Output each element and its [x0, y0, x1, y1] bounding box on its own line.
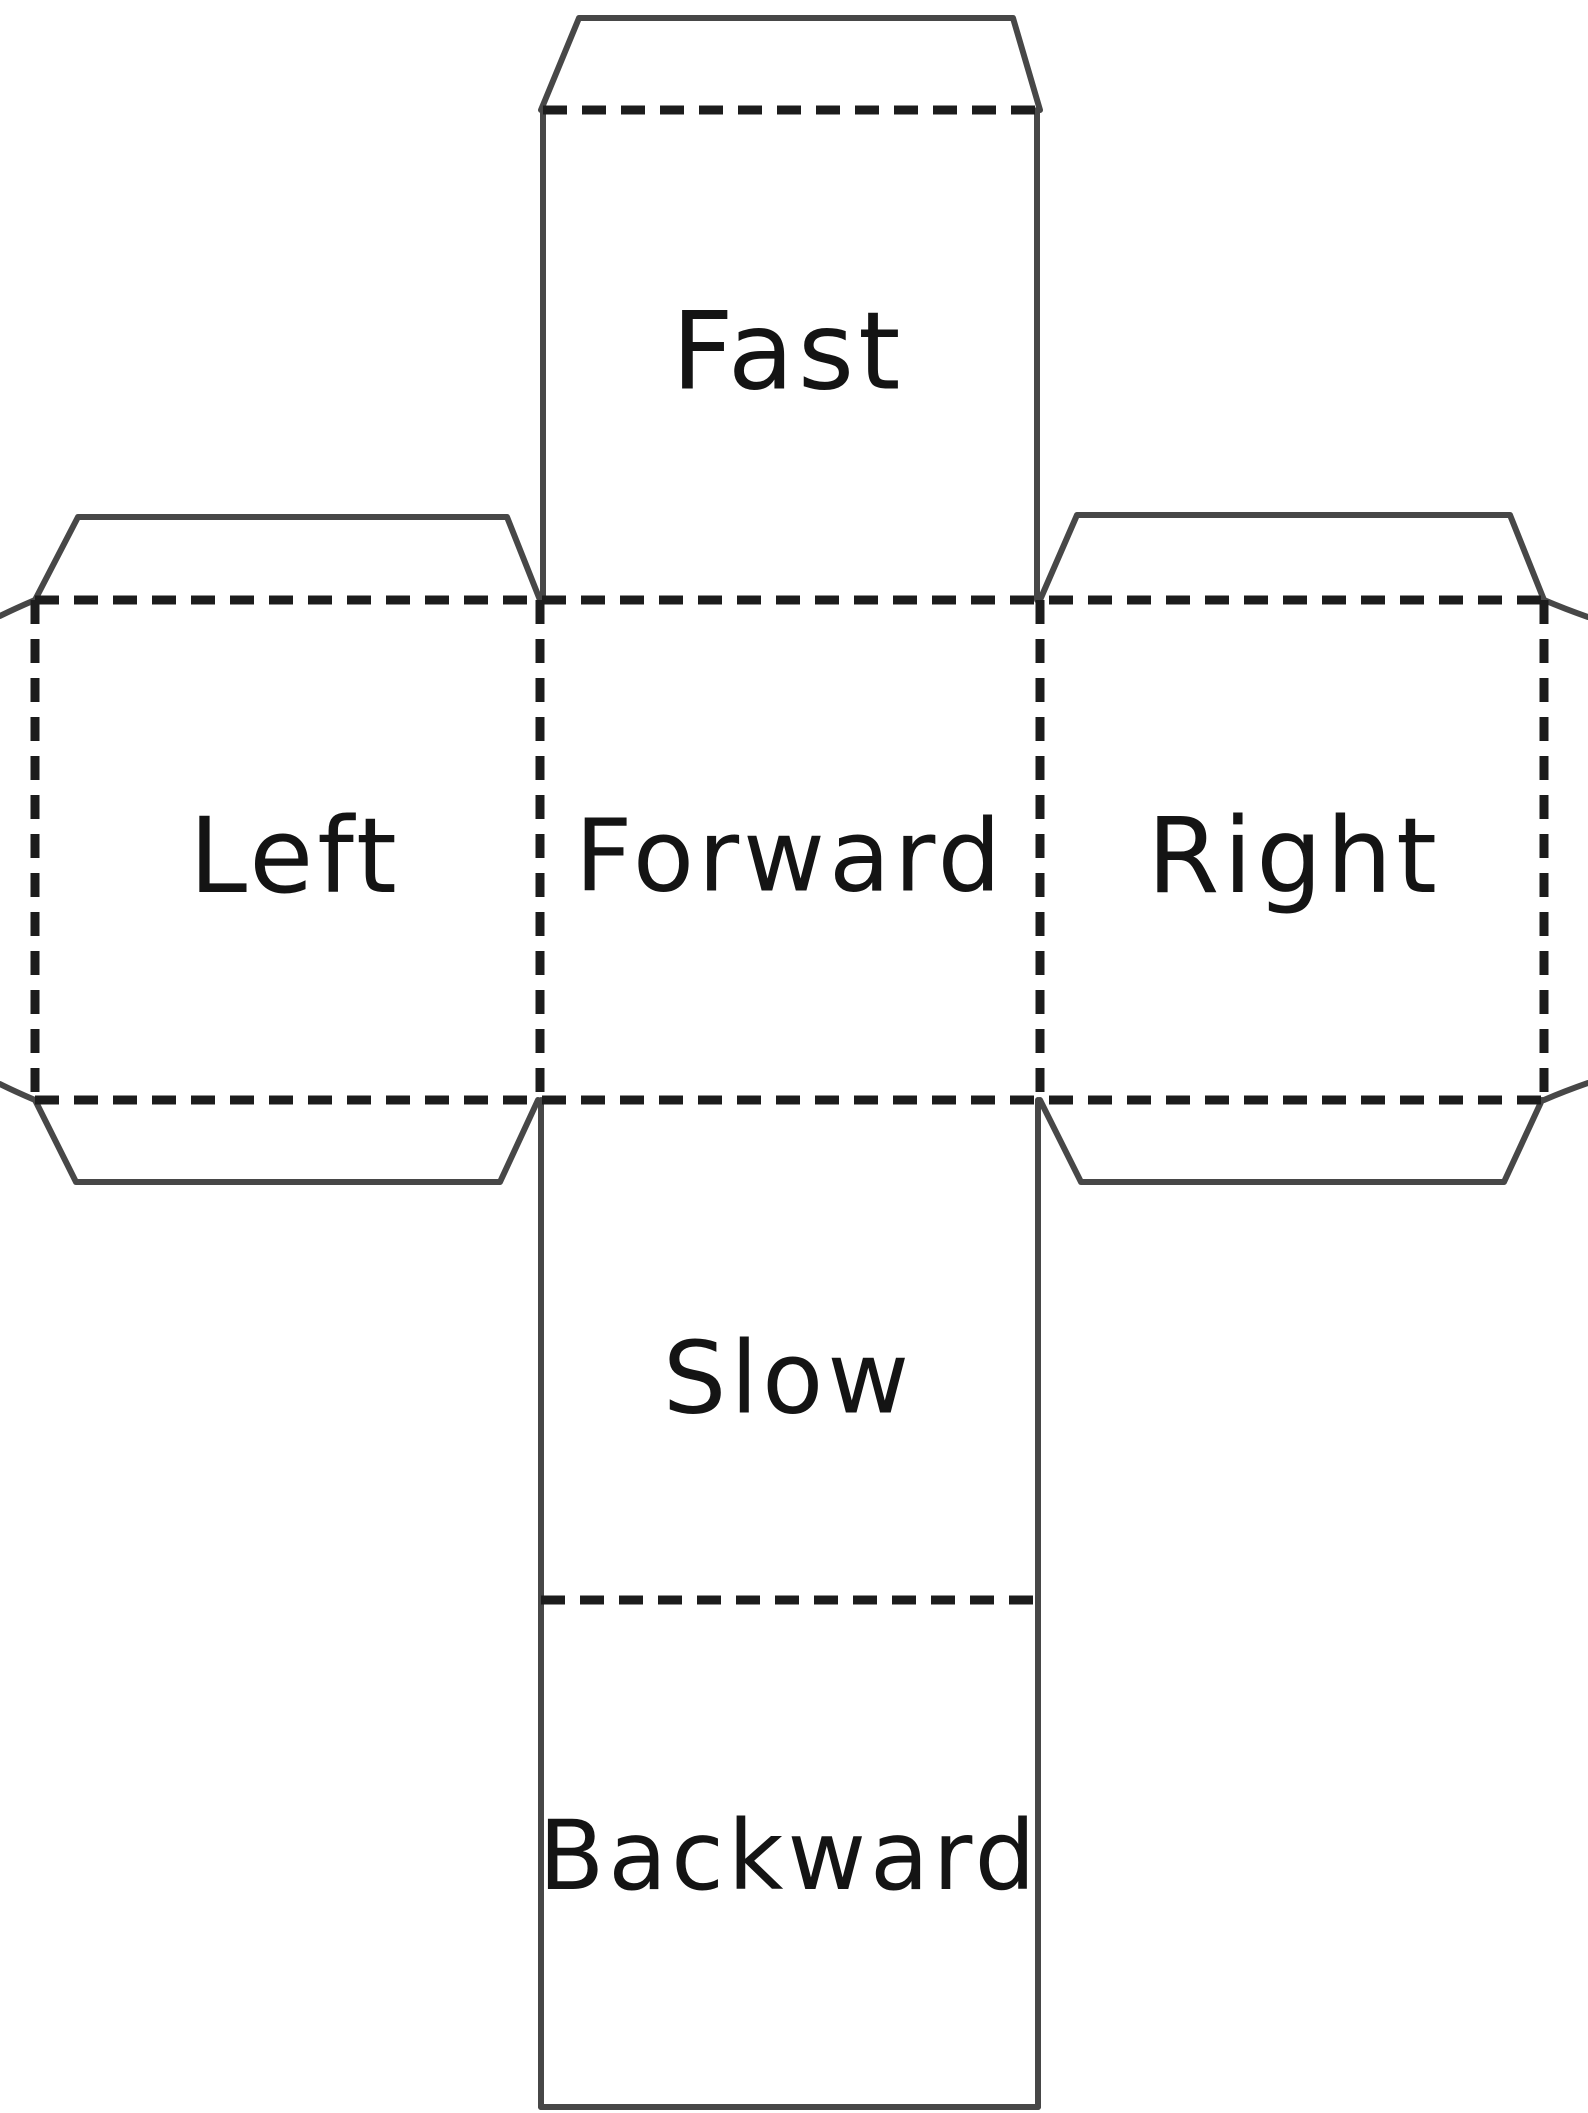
- glue-tab-below-right: [1037, 1097, 1545, 1185]
- glue-tab-left-clipped-bottom: [0, 1081, 38, 1103]
- face-backward-label: Backward: [538, 1800, 1039, 1912]
- face-right-label: Right: [1147, 795, 1441, 917]
- cut-lines: [0, 15, 1588, 2110]
- glue-tab-above-right: [1037, 512, 1547, 603]
- face-left-label: Left: [189, 795, 401, 917]
- face-labels: Fast Left Forward Right Slow Backward: [189, 290, 1441, 1913]
- glue-tab-right-clipped-bottom: [1541, 1080, 1588, 1103]
- face-slow-label: Slow: [663, 1320, 913, 1437]
- face-fast-label: Fast: [671, 290, 904, 415]
- face-forward-label: Forward: [575, 798, 1005, 915]
- glue-tab-below-left: [32, 1097, 541, 1185]
- glue-tab-above-left: [32, 514, 543, 603]
- glue-tab-top: [538, 15, 1043, 113]
- fold-lines: [30, 105, 1549, 1605]
